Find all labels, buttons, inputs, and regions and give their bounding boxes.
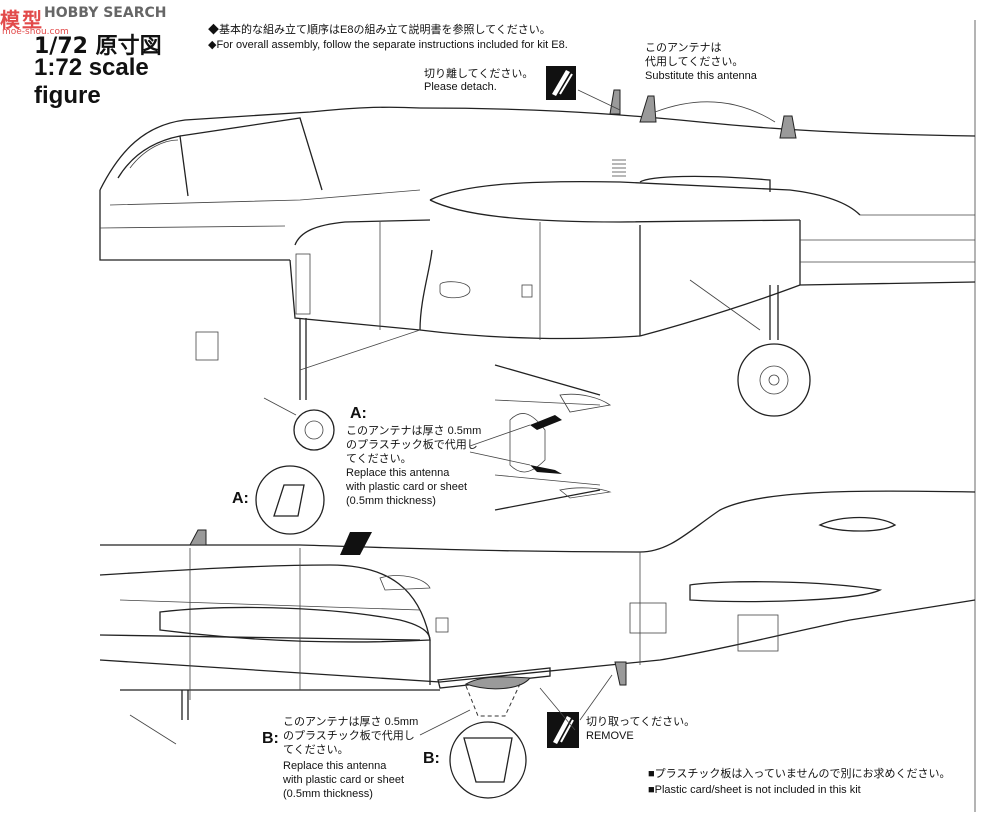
part-b-en2: with plastic card or sheet	[283, 774, 405, 786]
cut-icon-bottom	[547, 712, 579, 748]
header-note-en: ◆For overall assembly, follow the separa…	[208, 39, 568, 51]
part-a-en1: Replace this antenna	[346, 467, 450, 479]
title-en-line1: 1:72 scale	[34, 54, 149, 81]
remove-note-jp: 切り取ってください。	[586, 716, 696, 728]
substitute-note-jp1: このアンテナは	[645, 42, 722, 54]
part-b-jp1: このアンテナは厚さ 0.5mm	[283, 716, 419, 728]
part-b-label: B:	[262, 730, 279, 747]
substitute-note-en: Substitute this antenna	[645, 70, 757, 82]
detach-note-en: Please detach.	[424, 81, 497, 93]
watermark-site: moe-shou.com	[2, 27, 69, 37]
part-a-jp3: てください。	[346, 453, 412, 465]
lower-aircraft-profile	[99, 490, 976, 745]
part-b-detail-label: B:	[423, 750, 440, 767]
footer-note-en: ■Plastic card/sheet is not included in t…	[648, 784, 861, 796]
remove-note-en: REMOVE	[586, 730, 634, 742]
antenna-top-substitute	[779, 115, 797, 139]
footer-note-jp: ■プラスチック板は入っていませんので別にお求めください。	[648, 768, 951, 780]
part-b-jp3: てください。	[283, 744, 349, 756]
part-a-detail	[255, 465, 325, 535]
title-en-line2: figure	[34, 82, 101, 109]
part-a-en3: (0.5mm thickness)	[346, 495, 436, 507]
antenna-top-detach	[639, 95, 657, 123]
title-jp: 1/72 原寸図	[34, 34, 162, 59]
part-b-jp2: のプラスチック板で代用し	[283, 730, 415, 742]
rear-wheel	[737, 343, 811, 417]
part-b-en3: (0.5mm thickness)	[283, 788, 373, 800]
watermark-brand: HOBBY SEARCH	[44, 5, 167, 21]
part-a-jp2: のプラスチック板で代用し	[346, 439, 478, 451]
antenna-a-black	[340, 532, 372, 555]
cut-icon-top	[546, 66, 576, 100]
part-a-label: A:	[350, 405, 367, 422]
front-wheel	[293, 409, 335, 451]
part-b-detail	[449, 721, 527, 799]
watermark-logo: 模型	[0, 8, 44, 32]
part-a-jp1: このアンテナは厚さ 0.5mm	[346, 425, 482, 437]
header-note-jp: ◆基本的な組み立て順序はE8の組み立て説明書を参照してください。	[208, 24, 551, 36]
part-a-detail-label: A:	[232, 490, 249, 507]
part-b-en1: Replace this antenna	[283, 760, 387, 772]
detach-note-jp: 切り離してください。	[424, 68, 534, 80]
antenna-top-view-detail	[469, 364, 612, 511]
upper-aircraft-profile	[99, 89, 976, 451]
substitute-note-jp2: 代用してください。	[645, 56, 744, 68]
part-a-en2: with plastic card or sheet	[346, 481, 468, 493]
